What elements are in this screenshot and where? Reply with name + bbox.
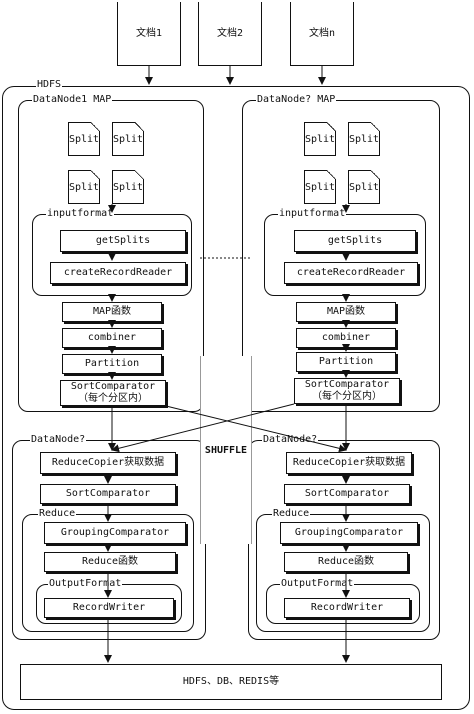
- reduce-node-1-grouping-comparator: GroupingComparator: [44, 522, 186, 544]
- shuffle-band: SHUFFLE: [200, 356, 252, 544]
- hdfs-container: [2, 86, 470, 710]
- reduce-node-1-reduce-copier: ReduceCopier获取数据: [40, 452, 176, 474]
- reduce-node-1-sort-comparator: SortComparator: [40, 484, 176, 504]
- map-node-2-split-2: Split: [348, 122, 380, 156]
- document-2: 文档2: [198, 2, 262, 66]
- hdfs-label: HDFS: [36, 79, 63, 90]
- reduce-node-2-title: DataNode?: [262, 434, 319, 445]
- reduce-node-2-reduce-copier: ReduceCopier获取数据: [286, 452, 412, 474]
- reduce-node-1-reduce-function: Reduce函数: [44, 552, 176, 572]
- reduce-node-2-grouping-comparator: GroupingComparator: [280, 522, 418, 544]
- map-node-2-getsplits: getSplits: [294, 230, 416, 252]
- map-node-2-title: DataNode? MAP: [256, 94, 337, 105]
- shuffle-label: SHUFFLE: [204, 444, 248, 456]
- reduce-node-1-output-format-label: OutputFormat: [48, 578, 123, 589]
- arrow-m1-r2: [165, 405, 347, 453]
- document-1: 文档1: [117, 2, 181, 66]
- arrow-m2-r1: [111, 403, 295, 453]
- map-node-2-split-1: Split: [304, 122, 336, 156]
- reduce-node-2-output-format-label: OutputFormat: [280, 578, 355, 589]
- map-node-1-sort-comparator: SortComparator （每个分区内）: [60, 380, 166, 406]
- document-n: 文档n: [290, 2, 354, 66]
- map-node-1-split-3: Split: [68, 170, 100, 204]
- map-node-2-split-3: Split: [304, 170, 336, 204]
- map-node-2-sort-comparator: SortComparator （每个分区内）: [294, 378, 400, 404]
- map-node-1-inputformat-label: inputformat: [46, 208, 115, 219]
- reduce-node-2-sort-comparator: SortComparator: [284, 484, 410, 504]
- map-node-2-inputformat-label: inputformat: [278, 208, 347, 219]
- map-node-1-split-2: Split: [112, 122, 144, 156]
- map-node-1-create-record-reader: createRecordReader: [50, 262, 186, 284]
- reduce-node-1-reduce-label: Reduce: [38, 508, 77, 519]
- map-node-1-title: DataNode1 MAP: [32, 94, 113, 105]
- reduce-node-2-reduce-label: Reduce: [272, 508, 311, 519]
- reduce-node-1-title: DataNode?: [30, 434, 87, 445]
- reduce-node-1-record-writer: RecordWriter: [44, 598, 174, 618]
- map-node-2: [242, 100, 440, 412]
- map-node-2-split-4: Split: [348, 170, 380, 204]
- map-node-1-getsplits: getSplits: [60, 230, 186, 252]
- reduce-node-2-record-writer: RecordWriter: [284, 598, 410, 618]
- output-target: HDFS、DB、REDIS等: [20, 664, 442, 700]
- map-node-2-create-record-reader: createRecordReader: [284, 262, 418, 284]
- reduce-node-2-reduce-function: Reduce函数: [284, 552, 408, 572]
- map-node-1-split-1: Split: [68, 122, 100, 156]
- map-node-1-split-4: Split: [112, 170, 144, 204]
